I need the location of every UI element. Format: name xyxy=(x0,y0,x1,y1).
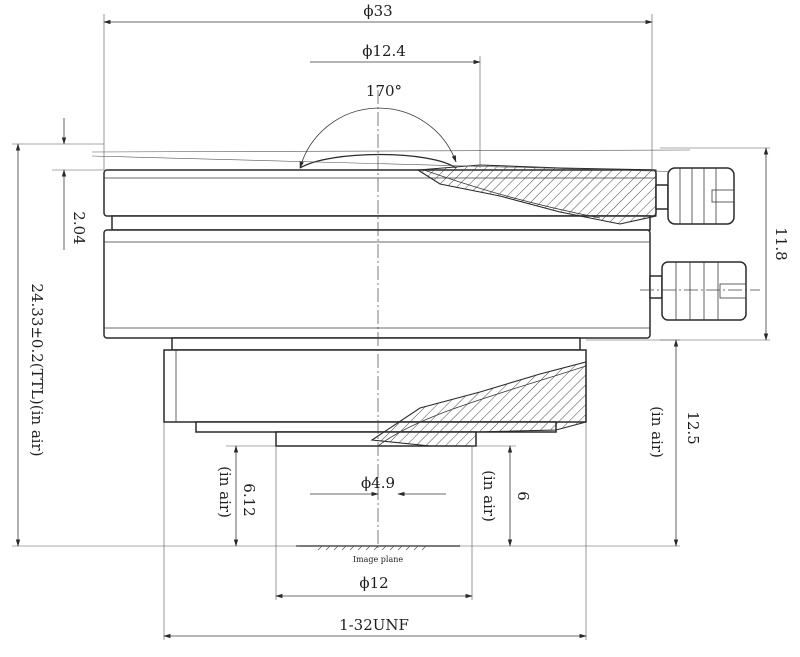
label-body-height: 11.8 xyxy=(772,227,790,260)
label-field-of-view: 170° xyxy=(366,82,402,100)
screw-head-upper xyxy=(667,167,735,225)
screw-shank-lower xyxy=(649,275,663,299)
label-back-focal: 12.5 xyxy=(684,411,702,444)
dimension-lines xyxy=(15,19,769,639)
label-flange-thickness: 2.04 xyxy=(70,211,88,244)
label-back-focal-note: (in air) xyxy=(648,406,666,458)
label-outer-diameter: ϕ33 xyxy=(363,2,392,20)
label-thread: 1-32UNF xyxy=(339,616,409,634)
section-cutaways xyxy=(370,164,657,447)
front-section-hatch xyxy=(416,164,657,225)
cap-step xyxy=(111,215,651,231)
focus-lock-screw-upper xyxy=(655,167,735,225)
image-plane-ticks xyxy=(317,545,427,551)
front-section-curve xyxy=(423,169,601,219)
screw-slot-upper xyxy=(711,189,735,203)
label-total-length: 24.33±0.2(TTL)(in air) xyxy=(28,283,46,456)
screw-slot-lower xyxy=(719,283,747,299)
extension-lines xyxy=(12,14,770,640)
main-barrel xyxy=(103,229,651,339)
label-flange-left-note: (in air) xyxy=(216,466,234,518)
fov-ray-left xyxy=(91,149,691,153)
label-flange-right-note: (in air) xyxy=(480,470,498,522)
mount-ring xyxy=(171,337,581,351)
label-front-aperture: ϕ12.4 xyxy=(362,42,406,60)
label-flange-left: 6.12 xyxy=(240,483,258,516)
fov-arc xyxy=(299,107,457,169)
rear-section-curve xyxy=(377,365,587,447)
label-rear-aperture: ϕ4.9 xyxy=(361,474,395,492)
label-flange-right: 6 xyxy=(514,491,532,501)
label-image-circle: ϕ12 xyxy=(359,574,388,592)
label-image-plane: Image plane xyxy=(353,555,404,564)
focus-lock-screw-lower xyxy=(640,261,760,321)
screw-shank-upper xyxy=(655,184,669,210)
